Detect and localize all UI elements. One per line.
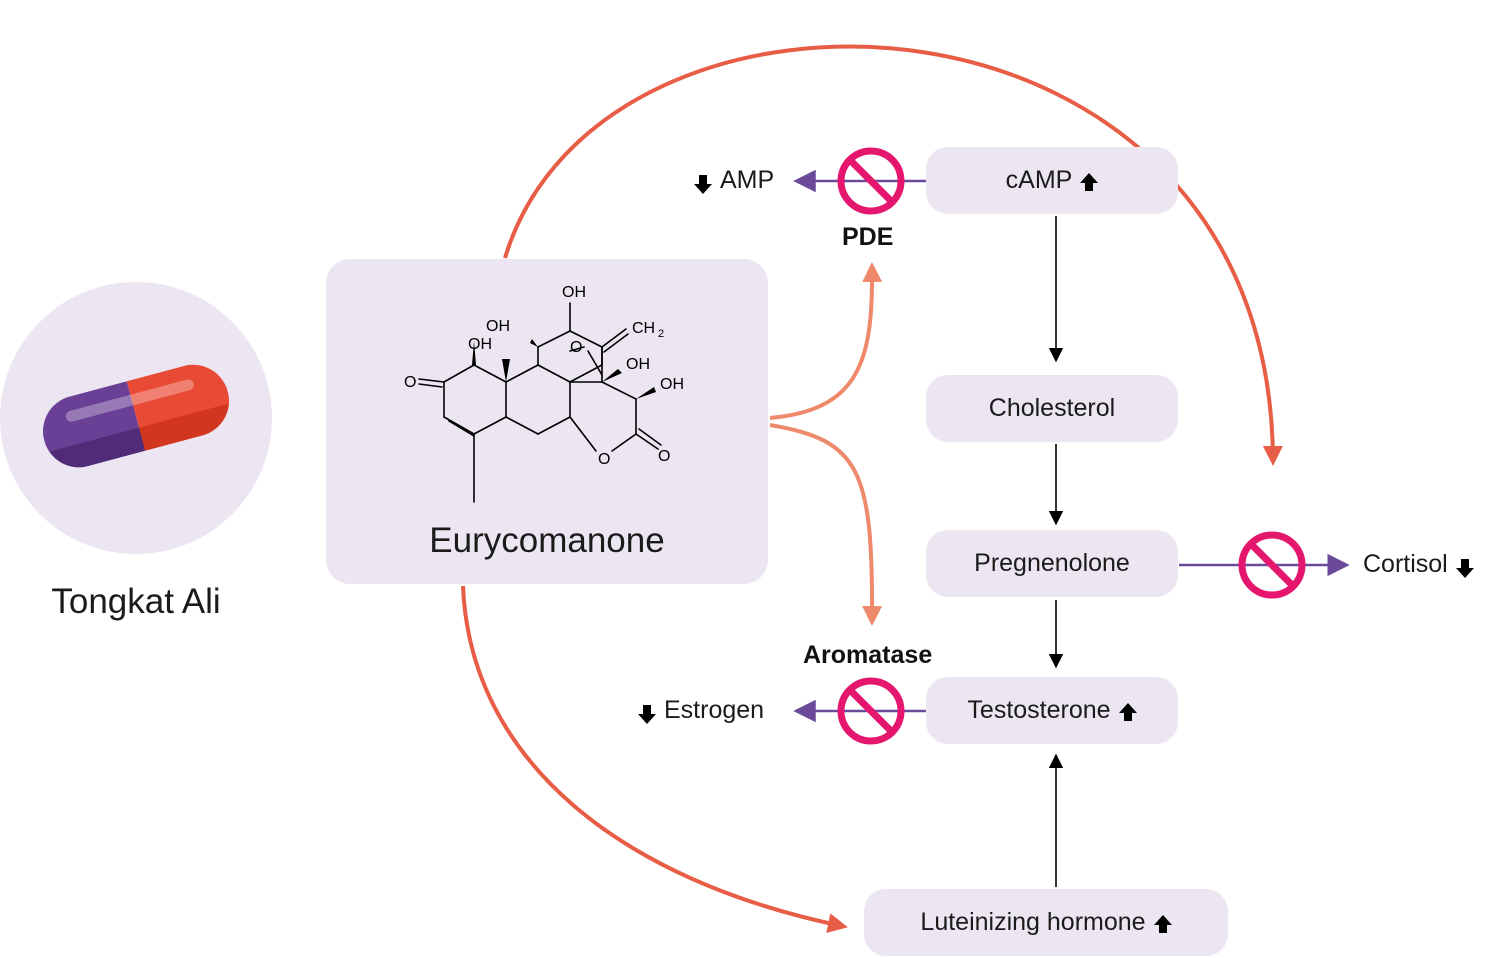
atom-label-oh-5: OH: [660, 376, 684, 393]
inhibition-icon-aromatase: [837, 677, 905, 745]
atom-label-oh-3: OH: [562, 284, 586, 301]
decrease-icon: [638, 705, 656, 724]
enzyme-aromatase: Aromatase: [803, 641, 933, 669]
atom-label-oh-1: OH: [468, 336, 492, 353]
capsule-icon: [34, 356, 238, 476]
node-cholesterol: Cholesterol: [926, 375, 1178, 442]
node-camp: cAMP: [926, 147, 1178, 214]
decrease-icon: [1455, 559, 1474, 578]
atom-label-ch2: CH: [632, 320, 655, 337]
atom-label-ch2-subscript: 2: [658, 328, 664, 340]
node-pregnenolone-label: Pregnenolone: [974, 549, 1130, 577]
decrease-icon: [694, 175, 712, 194]
arrow-eurycomanone-to-pde: [769, 262, 883, 420]
atom-label-lactone-o: O: [658, 448, 670, 465]
node-cholesterol-label: Cholesterol: [988, 394, 1116, 422]
arrow-eurycomanone-to-lh: [461, 585, 848, 933]
supplement-label: Tongkat Ali: [51, 582, 221, 621]
atom-label-ring-o: O: [598, 451, 610, 468]
arrow-eurycomanone-to-aromatase: [769, 423, 883, 626]
increase-icon: [1153, 914, 1172, 933]
increase-icon: [1118, 702, 1137, 721]
output-cortisol: Cortisol: [1363, 550, 1474, 579]
output-amp: AMP: [694, 166, 774, 195]
atom-label-bridge-o: O: [570, 339, 582, 356]
inhibition-icon-pde: [837, 147, 905, 215]
node-testosterone-label: Testosterone: [967, 696, 1111, 724]
atom-label-ketone-o: O: [404, 374, 416, 391]
supplement-circle: [0, 282, 272, 554]
output-amp-label: AMP: [720, 166, 775, 194]
increase-icon: [1080, 172, 1099, 191]
enzyme-pde: PDE: [842, 223, 894, 251]
compound-name: Eurycomanone: [429, 521, 665, 560]
eurycomanone-structure: O OH OH OH O CH 2 OH OH O O: [404, 284, 684, 503]
arrow-eurycomanone-to-cortisol-path: [503, 44, 1283, 466]
node-luteinizing-hormone: Luteinizing hormone: [864, 889, 1228, 956]
output-cortisol-label: Cortisol: [1363, 550, 1448, 578]
output-estrogen-label: Estrogen: [664, 696, 765, 724]
node-pregnenolone: Pregnenolone: [926, 530, 1178, 597]
inhibition-icon-cortisol: [1238, 531, 1306, 599]
output-estrogen: Estrogen: [638, 696, 764, 725]
atom-label-oh-4: OH: [626, 356, 650, 373]
node-testosterone: Testosterone: [926, 677, 1178, 744]
atom-label-oh-2: OH: [486, 318, 510, 335]
node-lh-label: Luteinizing hormone: [920, 908, 1146, 936]
node-camp-label: cAMP: [1005, 166, 1073, 194]
compound-box: O OH OH OH O CH 2 OH OH O O Eurycomanone: [326, 259, 768, 584]
